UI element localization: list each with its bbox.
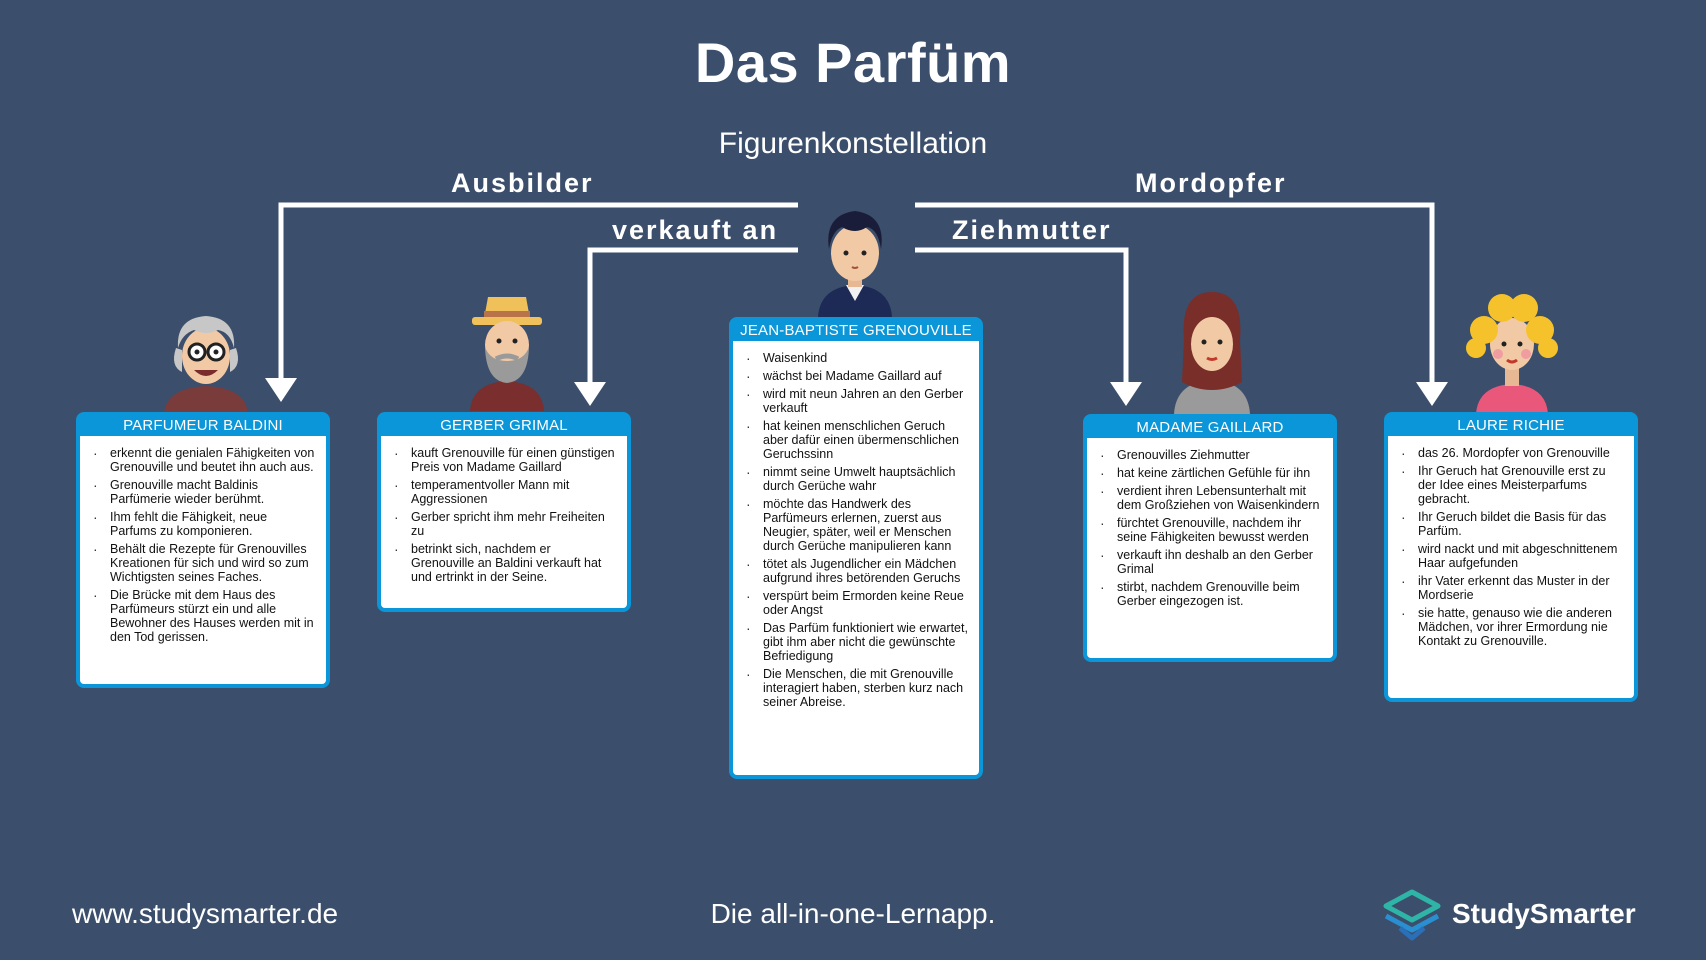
card-baldini: PARFUMEUR BALDINI erkennt die genialen F… <box>76 412 330 688</box>
list-item: verkauft ihn deshalb an den Gerber Grima… <box>1100 548 1323 576</box>
card-header-baldini: PARFUMEUR BALDINI <box>80 416 326 436</box>
list-item: nimmt seine Umwelt hauptsächlich durch G… <box>746 465 969 493</box>
list-item: Grenouville macht Baldinis Parfümerie wi… <box>93 478 316 506</box>
list-item: verspürt beim Ermorden keine Reue oder A… <box>746 589 969 617</box>
card-grimal: GERBER GRIMAL kauft Grenouville für eine… <box>377 412 631 612</box>
list-item: erkennt die genialen Fähigkeiten von Gre… <box>93 446 316 474</box>
baldini-avatar <box>164 316 248 414</box>
richie-avatar <box>1466 294 1558 414</box>
arrowhead-mordopfer <box>1416 382 1448 406</box>
list-item: stirbt, nachdem Grenouville beim Gerber … <box>1100 580 1323 608</box>
arrowhead-ziehmutter <box>1110 382 1142 406</box>
list-item: fürchtet Grenouville, nachdem ihr seine … <box>1100 516 1323 544</box>
label-ausbilder: Ausbilder <box>451 168 594 198</box>
list-item: verdient ihren Lebensunterhalt mit dem G… <box>1100 484 1323 512</box>
list-item: Das Parfüm funktioniert wie erwartet, gi… <box>746 621 969 663</box>
list-item: hat keinen menschlichen Geruch aber dafü… <box>746 419 969 461</box>
grimal-avatar <box>470 297 544 411</box>
list-item: hat keine zärtlichen Gefühle für ihn <box>1100 466 1323 480</box>
footer-tagline: Die all-in-one-Lernapp. <box>710 898 996 929</box>
list-item: wird mit neun Jahren an den Gerber verka… <box>746 387 969 415</box>
card-list-grimal: kauft Grenouville für einen günstigen Pr… <box>381 436 627 598</box>
list-item: das 26. Mordopfer von Grenouville <box>1401 446 1624 460</box>
list-item: Waisenkind <box>746 351 969 365</box>
arrowhead-ausbilder <box>265 378 297 402</box>
arrow-mordopfer <box>915 202 1435 385</box>
arrow-verkauft-an <box>587 247 798 385</box>
list-item: betrinkt sich, nachdem er Grenouville an… <box>394 542 617 584</box>
list-item: Ihm fehlt die Fähigkeit, neue Parfums zu… <box>93 510 316 538</box>
grenouville-avatar <box>818 211 892 317</box>
card-list-baldini: erkennt die genialen Fähigkeiten von Gre… <box>80 436 326 658</box>
list-item: Gerber spricht ihm mehr Freiheiten zu <box>394 510 617 538</box>
card-header-grimal: GERBER GRIMAL <box>381 416 627 436</box>
label-mordopfer: Mordopfer <box>1135 168 1287 198</box>
label-ziehmutter: Ziehmutter <box>952 215 1112 245</box>
studysmarter-logo-icon <box>1383 889 1441 941</box>
list-item: Die Brücke mit dem Haus des Parfümeurs s… <box>93 588 316 644</box>
page-subtitle: Figurenkonstellation <box>718 127 988 160</box>
list-item: temperamentvoller Mann mit Aggressionen <box>394 478 617 506</box>
card-list-gaillard: Grenouvilles Ziehmutter hat keine zärtli… <box>1087 438 1333 622</box>
list-item: Ihr Geruch hat Grenouville erst zu der I… <box>1401 464 1624 506</box>
list-item: sie hatte, genauso wie die anderen Mädch… <box>1401 606 1624 648</box>
list-item: Ihr Geruch bildet die Basis für das Parf… <box>1401 510 1624 538</box>
page-title: Das Parfüm <box>694 31 1012 94</box>
list-item: möchte das Handwerk des Parfümeurs erler… <box>746 497 969 553</box>
list-item: Grenouvilles Ziehmutter <box>1100 448 1323 462</box>
arrowhead-verkauft-an <box>574 382 606 406</box>
footer-url[interactable]: www.studysmarter.de <box>72 898 339 929</box>
card-header-gaillard: MADAME GAILLARD <box>1087 418 1333 438</box>
card-header-grenouville: JEAN-BAPTISTE GRENOUVILLE <box>733 321 979 341</box>
list-item: tötet als Jugendlicher ein Mädchen aufgr… <box>746 557 969 585</box>
brand-logo[interactable]: StudySmarter <box>1380 888 1640 944</box>
card-richie: LAURE RICHIE das 26. Mordopfer von Greno… <box>1384 412 1638 702</box>
gaillard-avatar <box>1174 292 1250 414</box>
arrow-ziehmutter <box>915 247 1129 385</box>
list-item: wird nackt und mit abgeschnittenem Haar … <box>1401 542 1624 570</box>
card-gaillard: MADAME GAILLARD Grenouvilles Ziehmutter … <box>1083 414 1337 662</box>
card-list-grenouville: Waisenkind wächst bei Madame Gaillard au… <box>733 341 979 723</box>
label-verkauft-an: verkauft an <box>612 215 779 245</box>
arrow-ausbilder <box>278 202 798 382</box>
card-header-richie: LAURE RICHIE <box>1388 416 1634 436</box>
list-item: Die Menschen, die mit Grenouville intera… <box>746 667 969 709</box>
list-item: ihr Vater erkennt das Muster in der Mord… <box>1401 574 1624 602</box>
list-item: kauft Grenouville für einen günstigen Pr… <box>394 446 617 474</box>
brand-name: StudySmarter <box>1452 898 1636 929</box>
card-list-richie: das 26. Mordopfer von Grenouville Ihr Ge… <box>1388 436 1634 662</box>
card-grenouville: JEAN-BAPTISTE GRENOUVILLE Waisenkind wäc… <box>729 317 983 779</box>
list-item: Behält die Rezepte für Grenouvilles Krea… <box>93 542 316 584</box>
list-item: wächst bei Madame Gaillard auf <box>746 369 969 383</box>
